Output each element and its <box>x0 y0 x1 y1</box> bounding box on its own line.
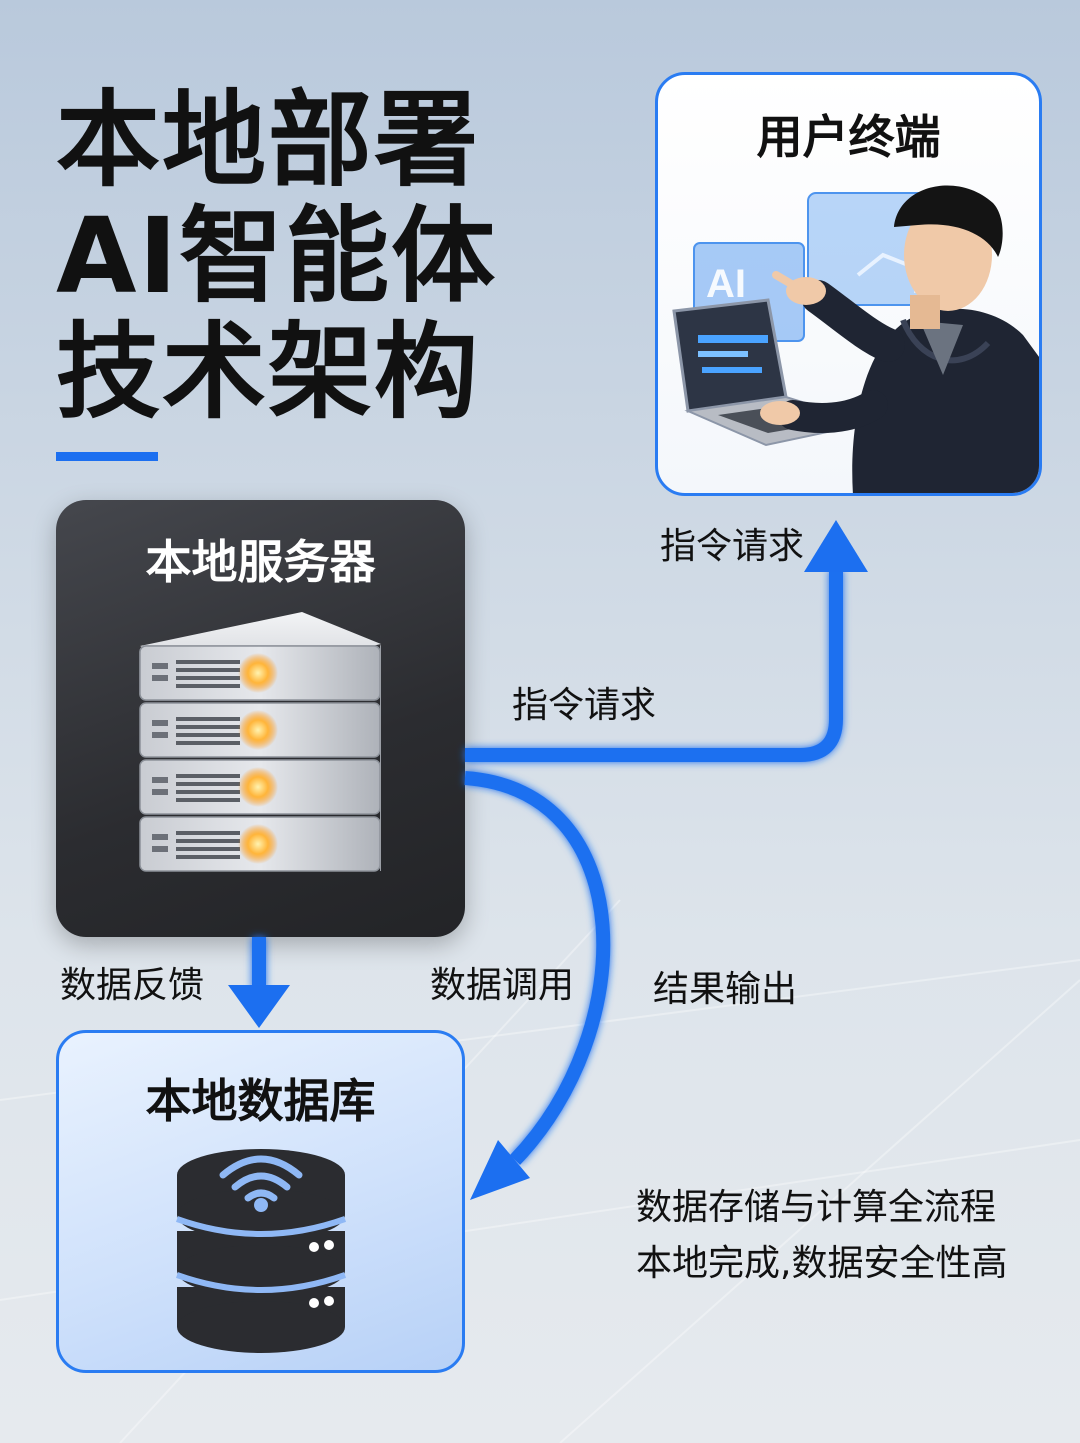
database-icon <box>175 1149 347 1353</box>
arrowhead-curve <box>470 1140 530 1200</box>
local-database-node: 本地数据库 <box>56 1030 465 1373</box>
status-led-1 <box>238 653 278 693</box>
hologram-ai-text: AI <box>706 262 746 306</box>
local-server-node: 本地服务器 <box>56 500 465 937</box>
note-line-2: 本地完成,数据安全性高 <box>636 1243 1008 1284</box>
edge-label-command-mid: 指令请求 <box>512 685 657 726</box>
user-terminal-node: AI 用户终端 <box>655 72 1042 496</box>
status-led-2 <box>238 710 278 750</box>
title-line-3: 技术架构 <box>56 311 481 433</box>
note-line-1: 数据存储与计算全流程 <box>636 1187 997 1228</box>
wifi-icon <box>219 1155 303 1202</box>
server-rack-icon <box>139 612 381 872</box>
local-database-label: 本地数据库 <box>145 1074 376 1128</box>
edge-label-command-up: 指令请求 <box>660 526 805 567</box>
arrow-result-output <box>464 771 611 1165</box>
page-title: 本地部署 AI智能体 技术架构 <box>56 82 497 430</box>
title-line-2: AI智能体 <box>56 195 498 317</box>
edge-label-result-output: 结果输出 <box>653 969 798 1010</box>
edge-label-data-feedback: 数据反馈 <box>60 965 205 1006</box>
title-underline <box>56 452 158 461</box>
arrow-server-to-user <box>465 570 843 762</box>
title-line-1: 本地部署 <box>56 79 481 201</box>
person-laptop-icon: AI <box>672 185 1039 493</box>
arrowhead-down <box>228 985 290 1028</box>
arrowhead-up <box>804 520 868 572</box>
local-server-label: 本地服务器 <box>145 535 376 589</box>
security-note: 数据存储与计算全流程 本地完成,数据安全性高 <box>636 1180 1007 1292</box>
edge-label-data-call: 数据调用 <box>430 965 575 1006</box>
user-terminal-label: 用户终端 <box>756 110 941 164</box>
status-led-4 <box>238 824 278 864</box>
status-led-3 <box>238 767 278 807</box>
